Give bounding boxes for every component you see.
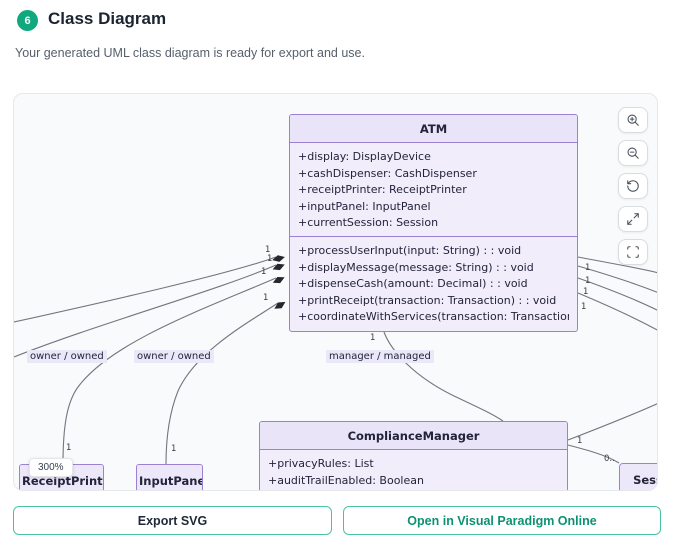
multiplicity-label: 1 xyxy=(263,293,269,303)
multiplicity-label: 1 xyxy=(585,263,591,273)
expand-arrows-icon xyxy=(627,213,639,225)
class-method: +dispenseCash(amount: Decimal) : : void xyxy=(298,277,528,291)
step-badge: 6 xyxy=(17,10,38,31)
uml-class-compliancemanager: ComplianceManager +privacyRules: List +au… xyxy=(259,421,568,490)
reset-view-button[interactable] xyxy=(618,173,648,199)
zoom-level-tooltip: 300% xyxy=(29,458,73,477)
class-method: +processUserInput(input: String) : : voi… xyxy=(298,243,522,257)
class-title: ComplianceManager xyxy=(260,422,567,450)
multiplicity-label: 1 xyxy=(583,287,589,297)
expand-button[interactable] xyxy=(618,206,648,232)
class-title: Session xyxy=(620,464,657,490)
uml-class-atm: ATM +display: DisplayDevice +cashDispense… xyxy=(289,114,578,332)
fullscreen-button[interactable] xyxy=(618,239,648,265)
class-attribute: +receiptPrinter: ReceiptPrinter xyxy=(298,183,467,197)
zoom-out-icon xyxy=(627,147,639,159)
multiplicity-label: 0.. xyxy=(604,454,615,464)
zoom-out-button[interactable] xyxy=(618,140,648,166)
class-attributes: +privacyRules: List +auditTrailEnabled: B… xyxy=(260,450,567,490)
rotate-ccw-icon xyxy=(627,180,639,192)
multiplicity-label: 1 xyxy=(577,436,583,446)
uml-class-session: Session xyxy=(619,463,657,490)
zoom-in-button[interactable] xyxy=(618,107,648,133)
page-title: Class Diagram xyxy=(48,9,167,28)
fullscreen-brackets-icon xyxy=(627,246,639,258)
class-attribute: +privacyRules: List xyxy=(268,457,374,470)
multiplicity-label: 1 xyxy=(370,333,376,343)
class-attribute: +auditTrailEnabled: Boolean xyxy=(268,473,424,487)
multiplicity-label: 1 xyxy=(581,302,587,312)
multiplicity-label: 1 xyxy=(267,254,273,264)
class-attribute: +currentSession: Session xyxy=(298,216,439,230)
open-visual-paradigm-button[interactable]: Open in Visual Paradigm Online xyxy=(343,506,661,535)
uml-class-inputpanel: InputPanel xyxy=(136,464,203,490)
diagram-canvas[interactable]: ATM +display: DisplayDevice +cashDispense… xyxy=(13,93,658,491)
class-attribute: +inputPanel: InputPanel xyxy=(298,199,431,213)
export-svg-button[interactable]: Export SVG xyxy=(13,506,332,535)
class-attribute: +display: DisplayDevice xyxy=(298,150,431,163)
edge-label-owner-owned-2: owner / owned xyxy=(134,350,214,363)
page-subtitle: Your generated UML class diagram is read… xyxy=(15,46,365,60)
multiplicity-label: 1 xyxy=(265,245,271,255)
class-method: +coordinateWithServices(transaction: Tra… xyxy=(298,310,569,324)
class-method: +printReceipt(transaction: Transaction) … xyxy=(298,293,557,307)
edge-label-owner-owned-1: owner / owned xyxy=(27,350,107,363)
class-title: InputPanel xyxy=(137,465,202,490)
class-title: ATM xyxy=(290,115,577,143)
class-attribute: +cashDispenser: CashDispenser xyxy=(298,166,477,180)
multiplicity-label: 1 xyxy=(261,267,267,277)
multiplicity-label: 1 xyxy=(66,443,72,453)
edge-label-manager-managed: manager / managed xyxy=(326,350,434,363)
zoom-in-icon xyxy=(627,114,639,126)
composition-diamond-icon xyxy=(272,255,286,309)
class-attributes: +display: DisplayDevice +cashDispenser: C… xyxy=(290,143,577,236)
multiplicity-label: 1 xyxy=(585,276,591,286)
class-method: +displayMessage(message: String) : : voi… xyxy=(298,260,534,274)
class-methods: +processUserInput(input: String) : : voi… xyxy=(290,235,577,330)
view-controls xyxy=(618,107,648,265)
multiplicity-label: 1 xyxy=(171,444,177,454)
